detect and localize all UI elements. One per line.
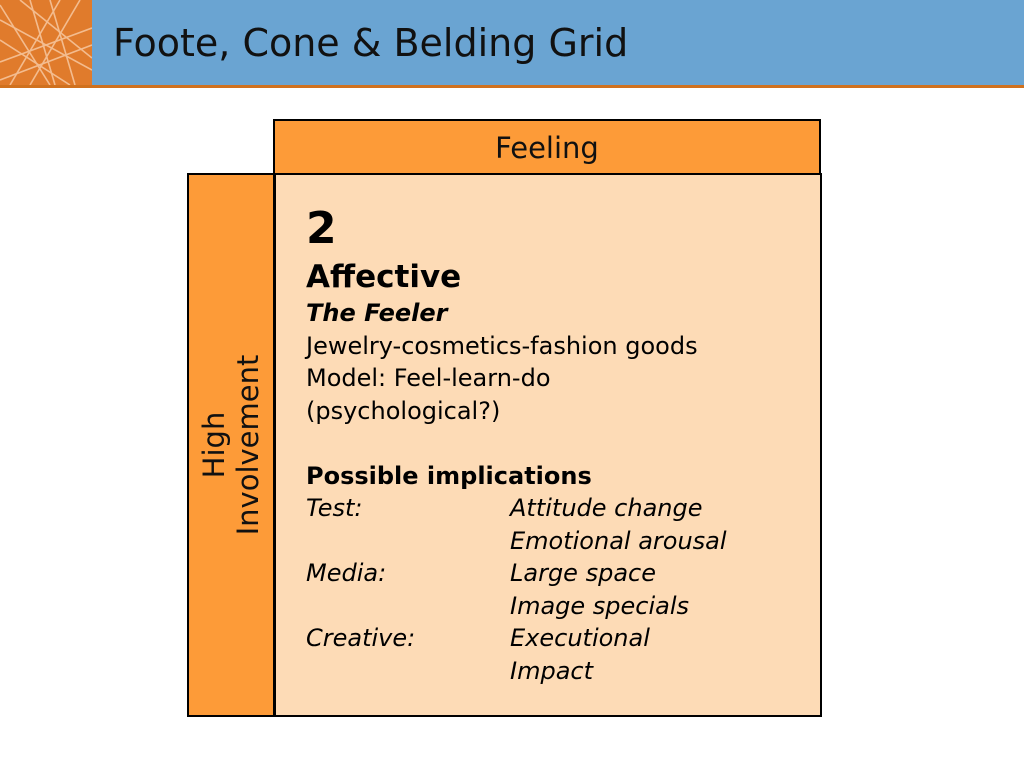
implication-row: Creative: Executional bbox=[306, 622, 806, 655]
quadrant-name: Affective bbox=[306, 259, 462, 295]
implication-label: Media: bbox=[306, 559, 387, 587]
grid-quadrant-cell: 2 Affective The Feeler Jewelry-cosmetics… bbox=[273, 173, 822, 717]
implications-heading: Possible implications bbox=[306, 461, 592, 490]
implication-label bbox=[306, 590, 510, 623]
implication-row: Media: Large space bbox=[306, 557, 806, 590]
implication-row: Impact bbox=[306, 655, 806, 688]
web-lines-logo-icon bbox=[0, 0, 92, 85]
implication-value: Executional bbox=[510, 624, 650, 652]
implication-label: Creative: bbox=[306, 624, 416, 652]
quadrant-content: 2 Affective The Feeler Jewelry-cosmetics… bbox=[306, 203, 806, 687]
implication-label bbox=[306, 655, 510, 688]
implication-row: Emotional arousal bbox=[306, 525, 806, 558]
grid-row-header: High Involvement bbox=[187, 173, 275, 717]
implication-label: Test: bbox=[306, 494, 363, 522]
row-header-line: Involvement bbox=[231, 354, 265, 536]
column-header-label: Feeling bbox=[495, 131, 599, 165]
implication-value: Image specials bbox=[510, 591, 690, 620]
implication-value: Attitude change bbox=[510, 494, 703, 522]
implication-row: Test: Attitude change bbox=[306, 492, 806, 525]
description-line: Model: Feel-learn-do bbox=[306, 364, 551, 392]
slide-title: Foote, Cone & Belding Grid bbox=[113, 21, 629, 65]
description-line: Jewelry-cosmetics-fashion goods bbox=[306, 331, 698, 360]
row-header-line: High bbox=[197, 411, 231, 479]
implication-row: Image specials bbox=[306, 590, 806, 623]
grid-column-header: Feeling bbox=[273, 119, 821, 175]
implication-value: Emotional arousal bbox=[510, 526, 727, 555]
row-header-label: High Involvement bbox=[197, 245, 265, 645]
title-bar bbox=[0, 0, 1024, 85]
spacer bbox=[306, 427, 806, 460]
title-bar-divider bbox=[0, 85, 1024, 88]
implication-label bbox=[306, 525, 510, 558]
quadrant-subtitle: The Feeler bbox=[306, 299, 448, 327]
implication-value: Impact bbox=[510, 656, 594, 685]
implication-value: Large space bbox=[510, 559, 656, 587]
quadrant-number: 2 bbox=[306, 203, 337, 254]
description-line: (psychological?) bbox=[306, 396, 501, 425]
